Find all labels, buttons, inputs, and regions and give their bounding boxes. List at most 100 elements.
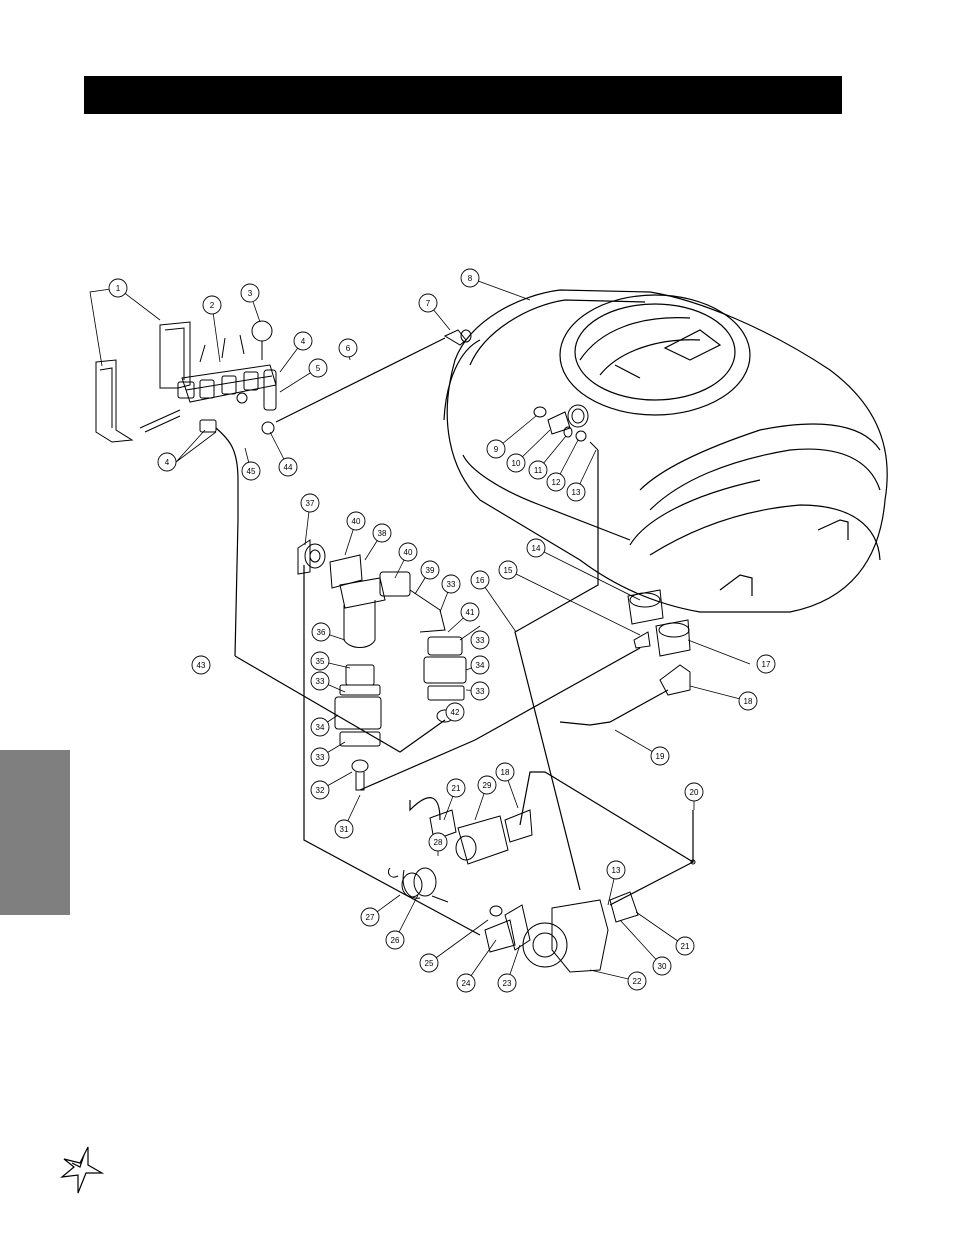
callout-circle [346, 511, 366, 531]
callout-circle [498, 560, 518, 580]
callout-circle [446, 778, 466, 798]
callout-34: 34 [470, 655, 490, 675]
fittings-right [627, 589, 691, 696]
callout-number: 36 [317, 628, 326, 637]
callout-15: 15 [498, 560, 518, 580]
callout-circle [310, 651, 330, 671]
callout-circle [372, 523, 392, 543]
callout-circle [675, 936, 695, 956]
section-side-tab [0, 750, 70, 915]
callout-number: 12 [552, 478, 561, 487]
spray-tank [443, 289, 888, 613]
callout-number: 30 [658, 962, 667, 971]
callout-number: 13 [612, 866, 621, 875]
brand-star-logo [60, 1146, 104, 1194]
callout-33: 33 [310, 671, 330, 691]
callout-circle [240, 283, 260, 303]
callout-number: 31 [340, 825, 349, 834]
callout-circle [445, 702, 465, 722]
callout-circle [338, 338, 358, 358]
callout-circle [278, 457, 298, 477]
callout-number: 45 [247, 467, 256, 476]
callout-number: 34 [476, 661, 485, 670]
drain-fittings [351, 759, 369, 791]
callout-number: 33 [476, 687, 485, 696]
callout-circle [756, 654, 776, 674]
callout-number: 20 [690, 788, 699, 797]
callout-number: 33 [316, 677, 325, 686]
callout-number: 22 [633, 977, 642, 986]
callout-25: 25 [419, 953, 439, 973]
callout-circle [470, 655, 490, 675]
callout-number: 4 [165, 458, 170, 467]
callout-number: 14 [532, 544, 541, 553]
callout-circle [441, 574, 461, 594]
callout-circle [566, 482, 586, 502]
callout-39: 39 [420, 560, 440, 580]
callout-circle [311, 622, 331, 642]
valve-assembly-left [334, 664, 382, 747]
callout-number: 34 [316, 723, 325, 732]
callout-20: 20 [684, 782, 704, 802]
callout-number: 39 [426, 566, 435, 575]
callout-33: 33 [470, 681, 490, 701]
callout-number: 1 [116, 284, 121, 293]
callout-12: 12 [546, 472, 566, 492]
fitting-20 [690, 859, 696, 865]
callout-number: 28 [434, 838, 443, 847]
callout-number: 16 [476, 576, 485, 585]
callout-38: 38 [372, 523, 392, 543]
callout-circle [470, 681, 490, 701]
callout-41: 41 [460, 602, 480, 622]
callout-circle [360, 907, 380, 927]
callout-5: 5 [308, 358, 328, 378]
elbow-fitting-7 [443, 329, 472, 346]
callout-number: 8 [468, 274, 473, 283]
callout-21: 21 [446, 778, 466, 798]
callout-circle [460, 268, 480, 288]
callout-6: 6 [338, 338, 358, 358]
callout-circle [334, 819, 354, 839]
callout-circle [470, 570, 490, 590]
callout-circle [241, 461, 261, 481]
callout-43: 43 [191, 655, 211, 675]
callout-circle [191, 655, 211, 675]
callout-circle [738, 691, 758, 711]
callout-number: 11 [534, 466, 543, 475]
callout-4: 4 [157, 452, 177, 472]
pump-assembly [387, 809, 639, 973]
callout-circle [300, 493, 320, 513]
callout-circle [528, 460, 548, 480]
callout-number: 5 [316, 364, 321, 373]
callout-number: 13 [572, 488, 581, 497]
callout-number: 10 [512, 459, 521, 468]
callout-33: 33 [470, 630, 490, 650]
callout-circle [310, 747, 330, 767]
callout-circle [293, 331, 313, 351]
callout-3: 3 [240, 283, 260, 303]
section-title-bar [84, 76, 842, 114]
callout-circle [108, 278, 128, 298]
callout-number: 35 [316, 657, 325, 666]
callout-circle [650, 746, 670, 766]
callout-circle [497, 973, 517, 993]
callout-circle [495, 762, 515, 782]
hose-lines [215, 337, 695, 936]
callout-number: 6 [346, 344, 351, 353]
callout-number: 26 [391, 936, 400, 945]
callout-circle [627, 971, 647, 991]
callout-13: 13 [566, 482, 586, 502]
callout-number: 21 [681, 942, 690, 951]
callout-45: 45 [241, 461, 261, 481]
callout-circle [456, 973, 476, 993]
callout-number: 15 [504, 566, 513, 575]
callout-33: 33 [441, 574, 461, 594]
mount-brackets [95, 321, 191, 443]
callout-44: 44 [278, 457, 298, 477]
callout-circle [420, 560, 440, 580]
callout-27: 27 [360, 907, 380, 927]
callout-number: 44 [284, 463, 293, 472]
callout-number: 37 [306, 499, 315, 508]
callout-4: 4 [293, 331, 313, 351]
callout-circle [477, 775, 497, 795]
